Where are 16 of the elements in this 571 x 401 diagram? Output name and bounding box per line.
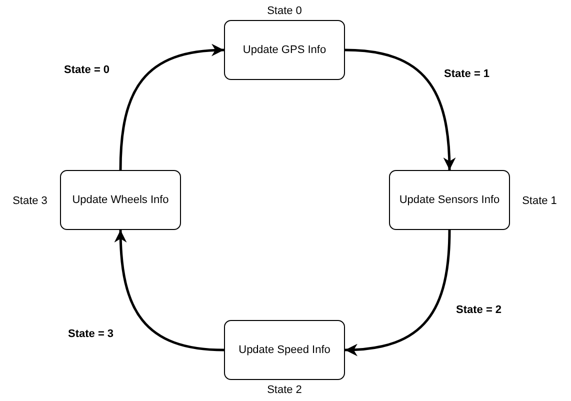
arrow xyxy=(114,230,224,352)
arrow xyxy=(119,44,224,170)
process-box xyxy=(389,170,510,230)
node-label: Update Speed Info xyxy=(238,342,330,358)
arrow xyxy=(344,230,451,356)
state-label: State 1 xyxy=(521,194,558,209)
node-label: Update Wheels Info xyxy=(72,192,169,208)
process-box xyxy=(224,20,345,80)
process-box xyxy=(224,320,345,380)
node-label: Update Sensors Info xyxy=(399,192,500,208)
state-label: State 2 xyxy=(266,383,303,398)
state-label: State 0 xyxy=(266,4,303,19)
state-label: State 3 xyxy=(12,194,48,209)
node-label: Update GPS Info xyxy=(242,42,326,58)
arrow xyxy=(344,48,456,170)
process-box xyxy=(60,170,181,230)
